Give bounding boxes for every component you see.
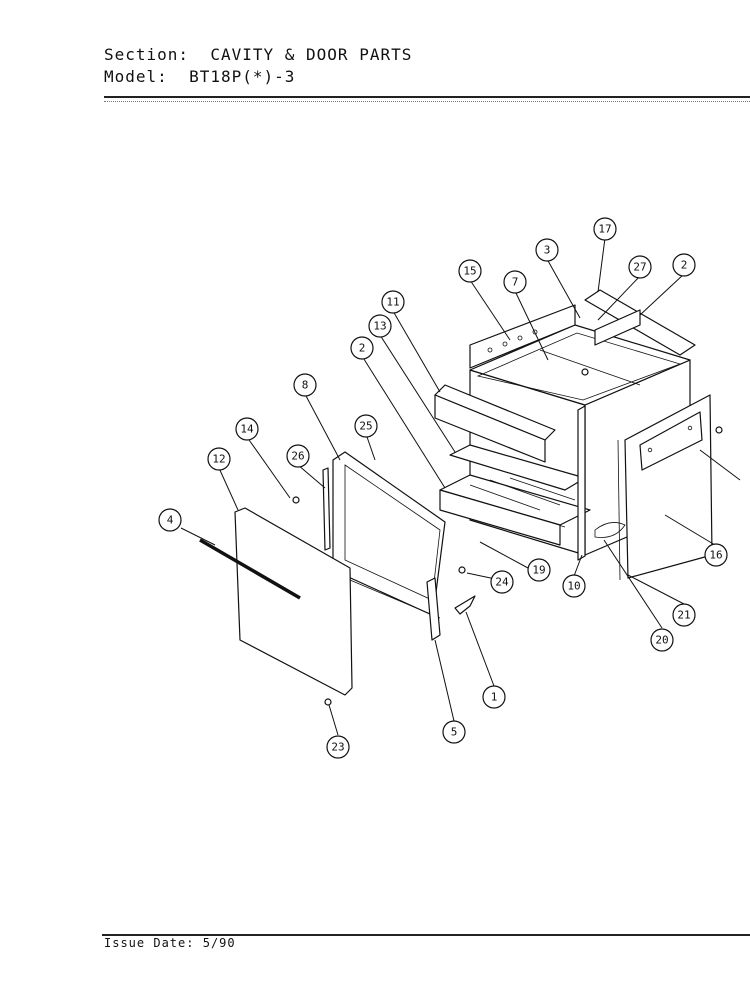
section-value: CAVITY & DOOR PARTS <box>210 45 413 64</box>
svg-text:19: 19 <box>532 564 545 577</box>
screws <box>292 368 723 706</box>
callout-20: 20 <box>650 628 674 652</box>
svg-text:24: 24 <box>495 576 509 589</box>
svg-text:1: 1 <box>491 691 498 704</box>
model-label: Model: <box>104 67 168 86</box>
door-liner <box>322 467 331 551</box>
model-row: Model: BT18P(*)-3 <box>104 66 412 88</box>
callout-26: 26 <box>286 444 310 468</box>
door-handle <box>199 538 301 600</box>
callout-21: 21 <box>672 603 696 627</box>
svg-text:25: 25 <box>359 420 372 433</box>
callout-13: 13 <box>368 314 392 338</box>
callout-15: 15 <box>458 259 482 283</box>
outer-door <box>234 507 353 696</box>
callout-25: 25 <box>354 414 378 438</box>
front-frame <box>577 405 586 561</box>
callout-5: 4 <box>158 508 182 532</box>
svg-text:2: 2 <box>359 342 366 355</box>
insulation <box>594 522 626 538</box>
svg-text:17: 17 <box>598 223 611 236</box>
footer-rule <box>102 934 750 936</box>
issue-value: 5/90 <box>202 936 236 950</box>
model-value: BT18P(*)-3 <box>189 67 296 86</box>
callout-8: 8 <box>293 373 317 397</box>
svg-text:27: 27 <box>633 261 646 274</box>
oven-racks <box>439 444 591 546</box>
svg-text:12: 12 <box>212 453 225 466</box>
issue-date-row: Issue Date: 5/90 <box>104 936 236 950</box>
callouts: 17 3 27 2 15 7 11 13 12 8 25 26 14 12 4 … <box>158 217 728 759</box>
header-rule <box>104 96 750 98</box>
svg-text:14: 14 <box>240 423 254 436</box>
svg-text:23: 23 <box>331 741 344 754</box>
svg-text:21: 21 <box>677 609 690 622</box>
callout-10: 10 <box>562 574 586 598</box>
svg-text:8: 8 <box>302 379 309 392</box>
svg-text:10: 10 <box>567 580 580 593</box>
svg-text:13: 13 <box>373 320 386 333</box>
rear-panel <box>469 304 576 369</box>
callout-16: 16 <box>704 543 728 567</box>
svg-text:16: 16 <box>709 549 722 562</box>
callout-6: 5 <box>442 720 466 744</box>
svg-text:20: 20 <box>655 634 668 647</box>
side-panel <box>617 394 713 581</box>
callout-4: 3 <box>535 238 559 262</box>
callout-3: 2 <box>672 253 696 277</box>
callout-12: 12 <box>207 447 231 471</box>
section-row: Section: CAVITY & DOOR PARTS <box>104 44 412 66</box>
issue-label: Issue Date: <box>104 936 195 950</box>
callout-19: 19 <box>527 558 551 582</box>
svg-text:26: 26 <box>291 450 304 463</box>
callout-2: 12 <box>350 336 374 360</box>
door-hinge <box>426 577 476 641</box>
svg-text:11: 11 <box>386 296 399 309</box>
callout-11: 11 <box>381 290 405 314</box>
callout-27: 27 <box>628 255 652 279</box>
callout-24: 24 <box>490 570 514 594</box>
callout-23: 23 <box>326 735 350 759</box>
section-label: Section: <box>104 45 190 64</box>
callout-7: 7 <box>503 270 527 294</box>
header-rule-dotted <box>104 101 750 102</box>
callout-1: 1 <box>482 685 506 709</box>
svg-text:5: 5 <box>451 726 458 739</box>
svg-text:7: 7 <box>512 276 519 289</box>
callout-14: 14 <box>235 417 259 441</box>
top-brace <box>584 289 696 356</box>
svg-text:2: 2 <box>681 259 688 272</box>
svg-text:3: 3 <box>544 244 551 257</box>
diagram-header: Section: CAVITY & DOOR PARTS Model: BT18… <box>104 44 412 88</box>
broil-shield <box>434 384 556 463</box>
svg-text:4: 4 <box>167 514 174 527</box>
callout-17: 17 <box>593 217 617 241</box>
svg-text:15: 15 <box>463 265 476 278</box>
